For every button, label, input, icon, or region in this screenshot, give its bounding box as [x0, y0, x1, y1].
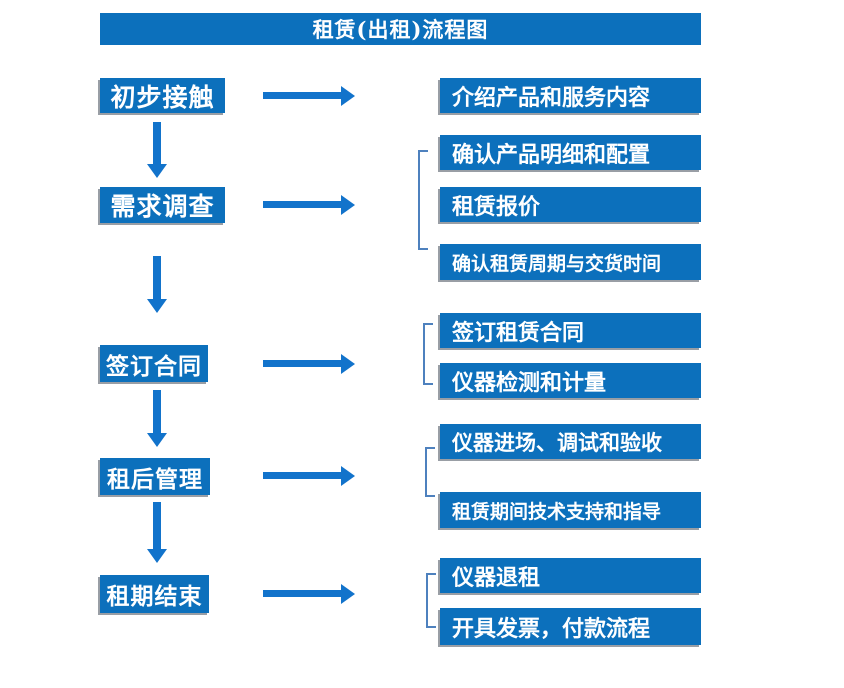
flow-arrow-right-icon: [263, 201, 341, 208]
group-bracket: [418, 150, 428, 250]
step-box-sign-contract: 签订合同: [100, 345, 208, 382]
detail-box-confirm-period-delivery: 确认租赁周期与交货时间: [440, 244, 701, 280]
detail-box-confirm-product-config: 确认产品明细和配置: [440, 135, 701, 170]
step-box-initial-contact: 初步接触: [100, 78, 225, 113]
detail-box-introduce-products: 介绍产品和服务内容: [440, 78, 701, 113]
flow-arrow-right-icon: [263, 472, 341, 479]
detail-box-sign-rental-contract: 签订租赁合同: [440, 313, 701, 348]
flow-arrow-down-icon: [153, 256, 161, 299]
flow-arrow-right-icon: [263, 590, 341, 597]
flowchart-title: 租赁(出租)流程图: [312, 17, 489, 42]
flow-arrow-right-icon: [263, 92, 341, 99]
flow-arrow-down-icon: [153, 122, 161, 164]
flow-arrow-down-icon: [153, 502, 161, 549]
detail-box-instrument-setup: 仪器进场、调试和验收: [440, 424, 701, 459]
flow-arrow-right-icon: [263, 360, 341, 367]
step-box-rental-end: 租期结束: [100, 575, 209, 613]
detail-box-rental-quote: 租赁报价: [440, 187, 701, 222]
group-bracket: [426, 573, 436, 628]
flowchart-title-bar: 租赁(出租)流程图: [100, 13, 701, 45]
step-box-demand-survey: 需求调查: [100, 187, 225, 223]
flow-arrow-down-icon: [153, 390, 161, 433]
detail-box-instrument-testing: 仪器检测和计量: [440, 363, 701, 398]
detail-box-instrument-return: 仪器退租: [440, 558, 701, 593]
group-bracket: [423, 323, 433, 385]
detail-box-invoice-payment: 开具发票，付款流程: [440, 608, 701, 645]
detail-box-technical-support: 租赁期间技术支持和指导: [440, 492, 701, 528]
group-bracket: [425, 447, 435, 497]
step-box-post-rental-management: 租后管理: [100, 458, 210, 495]
